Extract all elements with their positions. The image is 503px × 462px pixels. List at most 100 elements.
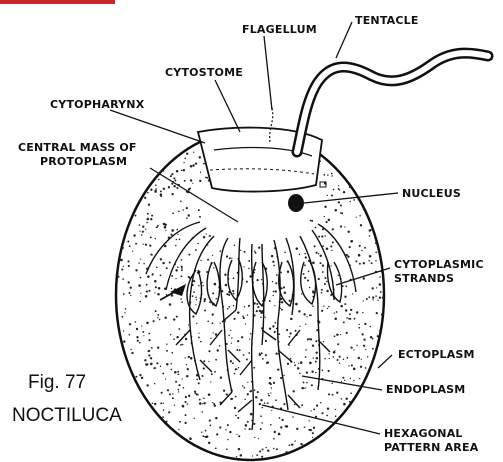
stipple-dot <box>160 195 162 197</box>
stipple-dot <box>210 425 212 427</box>
stipple-dot <box>171 193 173 195</box>
stipple-dot <box>128 265 130 267</box>
stipple-dot <box>261 352 263 354</box>
stipple-dot <box>270 424 272 426</box>
stipple-dot <box>326 281 328 283</box>
stipple-dot <box>332 394 334 396</box>
stipple-dot <box>203 402 205 404</box>
stipple-dot <box>338 275 339 276</box>
stipple-dot <box>258 438 259 439</box>
stipple-dot <box>318 278 320 280</box>
stipple-dot <box>234 373 236 375</box>
stipple-dot <box>303 381 305 383</box>
stipple-dot <box>281 301 283 303</box>
stipple-dot <box>375 260 376 261</box>
stipple-dot <box>322 264 324 266</box>
stipple-dot <box>193 291 195 293</box>
stipple-dot <box>316 352 318 354</box>
stipple-dot <box>141 377 143 379</box>
stipple-dot <box>163 170 164 171</box>
stipple-dot <box>323 174 325 176</box>
stipple-dot <box>257 306 259 308</box>
stipple-dot <box>186 364 187 365</box>
stipple-dot <box>271 387 272 388</box>
stipple-dot <box>290 318 293 321</box>
stipple-dot <box>343 321 345 323</box>
stipple-dot <box>182 209 183 210</box>
stipple-dot <box>165 378 166 379</box>
stipple-dot <box>323 305 324 306</box>
stipple-dot <box>351 364 353 366</box>
label-hexagonal-line2: PATTERN AREA <box>384 441 478 454</box>
stipple-dot <box>156 266 158 268</box>
stipple-dot <box>268 393 269 394</box>
stipple-dot <box>158 287 161 290</box>
stipple-dot <box>367 356 368 357</box>
stipple-dot <box>154 280 157 283</box>
stipple-dot <box>228 306 230 308</box>
stipple-dot <box>236 456 237 457</box>
stipple-dot <box>275 353 277 355</box>
stipple-dot <box>369 235 371 237</box>
stipple-dot <box>154 292 155 293</box>
stipple-dot <box>216 433 218 435</box>
stipple-dot <box>215 359 217 361</box>
stipple-dot <box>293 390 295 392</box>
stipple-dot <box>212 255 213 256</box>
stipple-dot <box>305 256 307 258</box>
stipple-dot <box>177 234 178 235</box>
label-central-mass-line1: CENTRAL MASS OF <box>18 141 137 154</box>
stipple-dot <box>204 300 206 302</box>
stipple-dot <box>184 180 186 182</box>
stipple-dot <box>309 314 311 316</box>
stipple-dot <box>313 408 315 410</box>
stipple-dot <box>330 245 332 247</box>
stipple-dot <box>190 179 192 181</box>
stipple-dot <box>192 183 193 184</box>
stipple-dot <box>339 356 341 358</box>
stipple-dot <box>244 306 245 307</box>
stipple-dot <box>208 393 211 396</box>
stipple-dot <box>199 402 202 405</box>
stipple-dot <box>193 280 195 282</box>
stipple-dot <box>322 271 324 273</box>
stipple-dot <box>165 230 166 231</box>
stipple-dot <box>269 300 271 302</box>
stipple-dot <box>299 254 300 255</box>
stipple-dot <box>323 341 324 342</box>
stipple-dot <box>237 340 239 342</box>
stipple-dot <box>280 308 281 309</box>
stipple-dot <box>188 276 190 278</box>
stipple-dot <box>208 361 209 362</box>
stipple-dot <box>166 267 168 269</box>
stipple-dot <box>305 324 306 325</box>
stipple-dot <box>169 261 171 263</box>
stipple-dot <box>257 391 259 393</box>
stipple-dot <box>327 308 328 309</box>
stipple-dot <box>249 390 251 392</box>
stipple-dot <box>379 276 381 278</box>
stipple-dot <box>180 200 182 202</box>
stipple-dot <box>304 277 306 279</box>
stipple-dot <box>154 383 155 384</box>
stipple-dot <box>326 415 328 417</box>
stipple-dot <box>165 317 167 319</box>
stipple-dot <box>206 233 207 234</box>
stipple-dot <box>343 191 345 193</box>
stipple-dot <box>233 318 235 320</box>
stipple-dot <box>350 240 353 243</box>
stipple-dot <box>292 416 294 418</box>
stipple-dot <box>365 349 366 350</box>
stipple-dot <box>345 285 347 287</box>
stipple-dot <box>328 393 330 395</box>
stipple-dot <box>340 205 342 207</box>
stipple-dot <box>320 255 322 257</box>
stipple-dot <box>202 285 203 286</box>
stipple-dot <box>226 255 228 257</box>
stipple-dot <box>205 177 206 178</box>
stipple-dot <box>164 245 167 248</box>
stipple-dot <box>304 253 306 255</box>
stipple-dot <box>146 222 147 223</box>
stipple-dot <box>196 299 197 300</box>
stipple-dot <box>332 228 334 230</box>
